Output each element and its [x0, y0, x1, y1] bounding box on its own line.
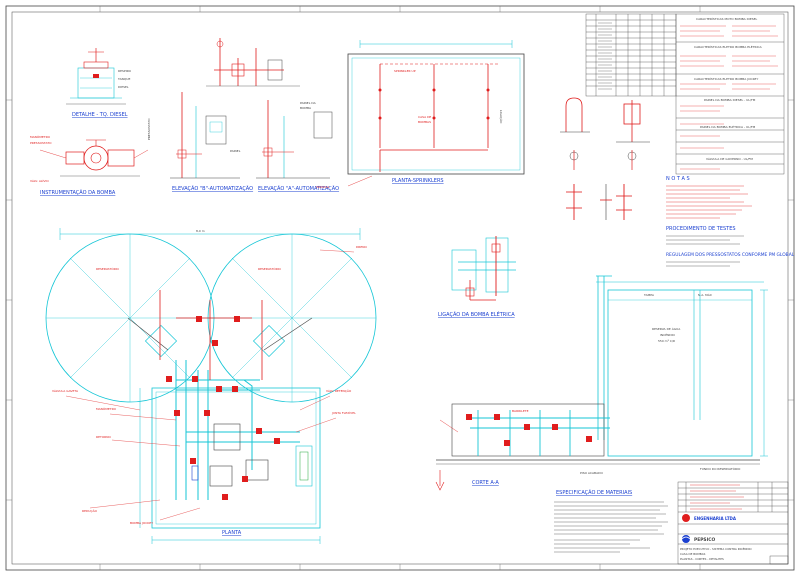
plan-title: PLANTA [222, 530, 242, 536]
frame-ticks [6, 6, 794, 570]
electric-pump-connection [451, 236, 516, 301]
spec-block-2: CARACTERÍSTICAS ELETRO BOMBA ELÉTRICA [694, 44, 763, 49]
title-block [677, 481, 789, 565]
svg-text:PAINEL DA: PAINEL DA [300, 101, 317, 105]
diesel-tank-title: DETALHE - TQ. DIESEL [72, 112, 128, 118]
svg-text:BOMBA: BOMBA [300, 106, 312, 110]
spec-block-3: CARACTERÍSTICAS ELETRO BOMBA JOCKEY [694, 76, 758, 81]
project-detail: PLANTAS - CORTES - DETALHES [680, 557, 724, 561]
reservoir-label-1: RESERVA DE ÁGUA [652, 326, 681, 331]
client-name: PEPSICO [694, 537, 715, 543]
notes-text-lines [666, 185, 752, 219]
pressure-switch-title: REGULAGEM DOS PRESSOSTATOS CONFORME PM G… [666, 252, 795, 258]
tank-plan: 8,0 m RESERVATÓRIO RESERVATÓRIO [45, 228, 377, 544]
svg-text:FUNDO DO RESERVATÓRIO: FUNDO DO RESERVATÓRIO [700, 466, 741, 471]
drawing-frame [5, 5, 795, 571]
svg-text:MANÔMETRO: MANÔMETRO [96, 406, 117, 411]
electric-pump-title: LIGAÇÃO DA BOMBA ELÉTRICA [438, 310, 515, 318]
svg-text:TANQUE: TANQUE [117, 77, 130, 81]
company-name: ENGENHARIA LTDA [694, 516, 737, 521]
svg-text:BOMBA JOCKEY: BOMBA JOCKEY [130, 521, 153, 525]
svg-text:RESPIRO: RESPIRO [118, 69, 132, 73]
company-logo [681, 514, 691, 543]
svg-text:SPRINKLER UP: SPRINKLER UP [394, 69, 416, 73]
spec-block-4: PAINEL DA BOMBA DIESEL - UL/FM [704, 98, 756, 102]
reservoir-label-2: INCÊNDIO [660, 332, 676, 337]
test-procedure-title: PROCEDIMENTO DE TESTES [666, 226, 736, 232]
test-procedure-lines [666, 235, 744, 245]
section-title: CORTE A-A [472, 480, 499, 486]
svg-text:N.A. MÁX: N.A. MÁX [698, 292, 712, 297]
svg-text:8,0 m: 8,0 m [196, 229, 205, 233]
svg-text:VÁLV. ALÍVIO: VÁLV. ALÍVIO [30, 178, 49, 183]
elevation-b-detail: PRESSOSTATO PAINEL [147, 92, 241, 179]
spec-block-5: PAINEL DA BOMBA ELÉTRICA - UL/FM [700, 124, 756, 129]
svg-text:DIESEL: DIESEL [118, 85, 129, 89]
svg-text:PRESSOSTATO: PRESSOSTATO [30, 141, 52, 145]
svg-text:MANÔMETRO: MANÔMETRO [30, 134, 51, 139]
svg-text:PRESSOSTATO: PRESSOSTATO [147, 118, 151, 140]
svg-text:CASA DE: CASA DE [418, 115, 431, 119]
section-a-a: N.A. MÁX TAMPA BARRILETE PISO ACABADO FU… [435, 275, 768, 491]
spec-block-1: CARACTERÍSTICAS MOTO BOMBA DIESEL [696, 16, 758, 21]
elevation-b-title: ELEVAÇÃO "B"-AUTOMATIZAÇÃO [172, 185, 253, 192]
pump-instrumentation-detail: MANÔMETRO PRESSOSTATO VÁLV. ALÍVIO [30, 134, 149, 183]
elevation-a-detail: PAINEL DA BOMBA [256, 100, 333, 179]
pump-spec-table [585, 13, 785, 175]
spec-table-grid-text [598, 22, 612, 90]
sprinkler-plan-title: PLANTA-SPRINKLERS [392, 178, 444, 184]
sprinkler-plan: SPRINKLER UP CASA DE BOMBAS LIGAÇÃO VÁLV… [316, 40, 525, 189]
svg-text:DRENO: DRENO [356, 245, 368, 249]
sheet-number-box [769, 555, 789, 565]
svg-text:RESERVATÓRIO: RESERVATÓRIO [258, 266, 282, 271]
svg-text:VÁLVULA: VÁLVULA [316, 184, 330, 189]
svg-text:PISO ACABADO: PISO ACABADO [580, 471, 603, 475]
pressure-switch-lines [666, 261, 740, 267]
svg-text:VÁLV. RETENÇÃO: VÁLV. RETENÇÃO [326, 388, 352, 393]
riser-detail [206, 38, 300, 87]
elevation-a-title: ELEVAÇÃO "A"-AUTOMATIZAÇÃO [258, 185, 339, 192]
diesel-tank-detail: RESPIRO TANQUE DIESEL [66, 48, 132, 105]
notes-title: N O T A S [666, 176, 690, 182]
title-block-rev-lines [690, 484, 744, 510]
svg-text:VÁLVULA GAVETA: VÁLVULA GAVETA [52, 388, 79, 393]
svg-text:PAINEL: PAINEL [230, 149, 241, 153]
small-details [560, 97, 650, 220]
svg-text:TAMPA: TAMPA [643, 293, 655, 297]
svg-text:JUNTA FLEXÍVEL: JUNTA FLEXÍVEL [331, 410, 356, 415]
svg-text:RETORNO: RETORNO [96, 435, 112, 439]
svg-text:REDUÇÃO: REDUÇÃO [82, 508, 98, 513]
spec-block-6: VÁLVULA DE GOVERNO - UL/FM [706, 156, 753, 161]
materials-text-lines [554, 501, 668, 553]
svg-text:LIGAÇÃO: LIGAÇÃO [499, 110, 504, 124]
svg-text:BARRILETE: BARRILETE [512, 409, 529, 413]
reservoir-label-3: 550 m³ C/D [658, 339, 676, 343]
spec-table-fill-lines [680, 25, 778, 170]
svg-text:RESERVATÓRIO: RESERVATÓRIO [96, 266, 120, 271]
materials-title: ESPECIFICAÇÃO DE MATERIAIS [556, 489, 632, 496]
project-name: PROJETO EXECUTIVO - SISTEMA CONTRA INCÊN… [680, 546, 752, 551]
svg-text:BOMBAS: BOMBAS [418, 120, 431, 124]
pump-instrumentation-title: INSTRUMENTAÇÃO DA BOMBA [40, 189, 116, 196]
project-subtitle: CASA DE BOMBAS [680, 552, 706, 556]
